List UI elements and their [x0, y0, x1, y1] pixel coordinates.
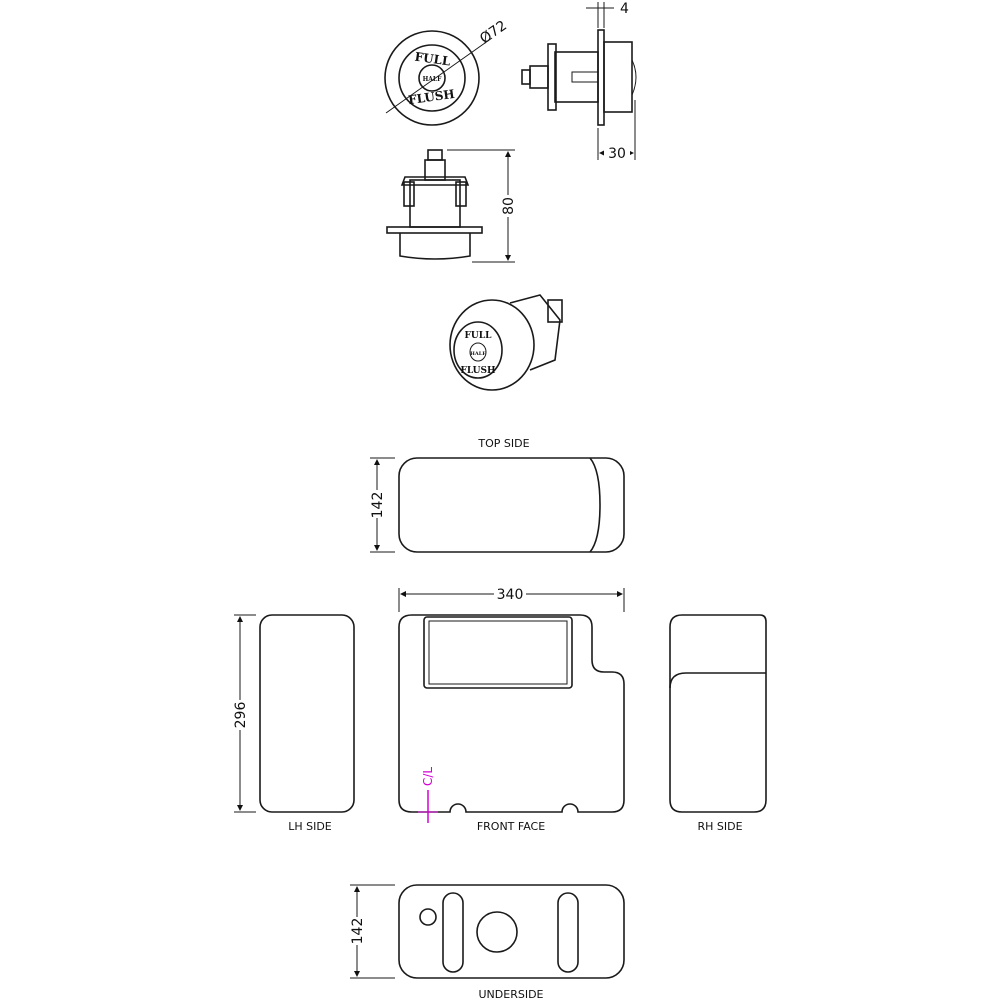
dim-depth-under: 142 [350, 918, 366, 945]
label-top-side: TOP SIDE [477, 437, 529, 450]
button-front-view: FULL FLUSH HALF Ø72 [384, 18, 510, 126]
cistern-front-view: 340 C/L FRONT FACE [398, 586, 625, 833]
label-underside: UNDERSIDE [479, 988, 544, 1000]
dim-width: 340 [497, 587, 524, 603]
cistern-lh-view: 296 LH SIDE [232, 614, 355, 833]
dim-depth-top: 142 [370, 492, 386, 519]
label-lh-side: LH SIDE [288, 820, 332, 833]
dim-height-cistern: 296 [233, 702, 249, 729]
button-isometric-view: FULL FLUSH HALF [449, 294, 563, 391]
iso-text-flush: FLUSH [460, 366, 496, 376]
dim-depth: 30 [608, 146, 626, 162]
button-text-full: FULL [414, 50, 452, 69]
iso-text-full: FULL [465, 331, 493, 341]
dim-height: 80 [501, 197, 517, 215]
dim-flange-thickness: 4 [620, 1, 629, 17]
iso-text-half: HALF [470, 351, 486, 357]
button-side-view: 4 30 [521, 1, 637, 162]
button-elevation-view: 80 [386, 149, 517, 263]
cistern-underside-view: 142 UNDERSIDE [348, 884, 625, 1000]
dim-diameter: Ø72 [477, 18, 510, 48]
button-text-half: HALF [423, 76, 443, 83]
button-text-flush: FLUSH [407, 87, 455, 107]
cistern-top-view: TOP SIDE 142 [368, 437, 625, 553]
label-front-face: FRONT FACE [477, 820, 545, 833]
cistern-rh-view: RH SIDE [669, 614, 767, 833]
label-rh-side: RH SIDE [697, 820, 742, 833]
centerline-label: C/L [421, 767, 435, 786]
